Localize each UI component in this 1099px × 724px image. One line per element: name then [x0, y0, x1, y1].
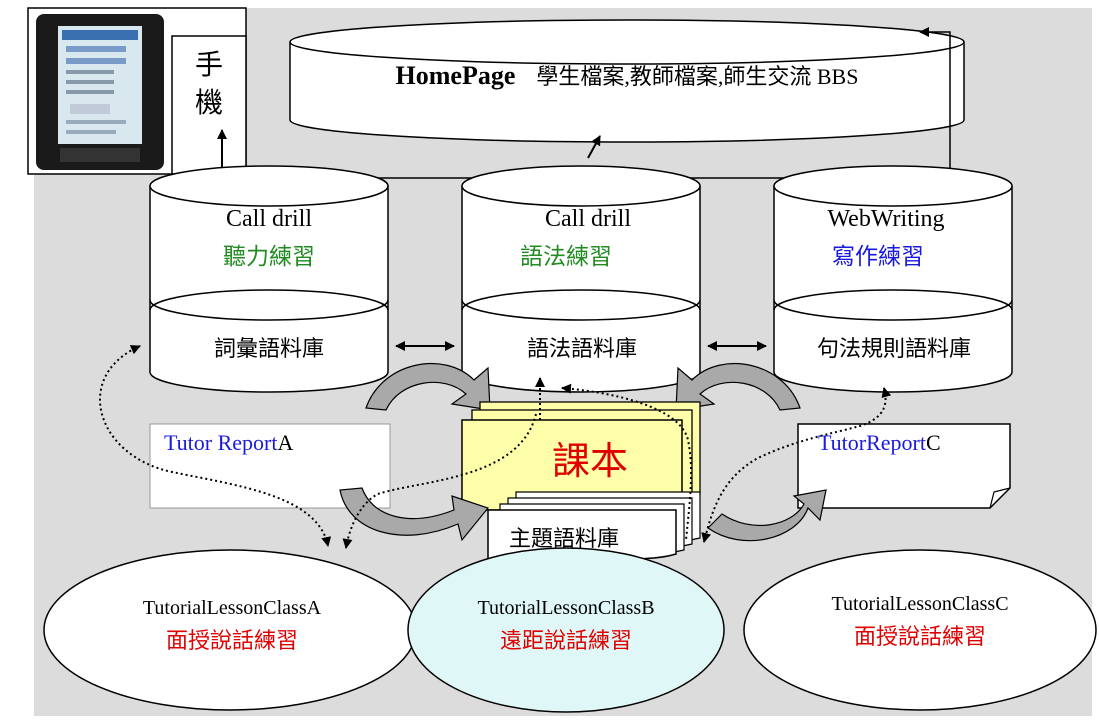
tutor-report-c-label: TutorReportC: [818, 430, 941, 455]
class-a-label: 面授說話練習: [166, 629, 298, 654]
dotted-arrow-left-outer: [99, 345, 332, 547]
cylinder-1-name: Call drill: [226, 206, 312, 232]
class-b-ellipse: [407, 547, 725, 713]
dotted-arrow-left-inner: [342, 413, 537, 549]
phone-label-box: [171, 35, 247, 175]
curved-arrow-bottom-left: [339, 487, 490, 542]
cylinder-1-label: 聽力練習: [223, 244, 315, 270]
textbook-label: 課本: [552, 439, 628, 483]
cylinder-3-name: WebWriting: [827, 206, 944, 232]
tutor-report-c-suffix: C: [926, 430, 941, 455]
class-c-ellipse: [743, 549, 1097, 711]
cylinder-3-db: 句法規則語料庫: [817, 337, 971, 362]
class-b-name: TutorialLessonClassB: [477, 597, 654, 619]
center-to-homepage-arrow: [587, 135, 601, 159]
tutor-report-a-label: Tutor ReportA: [164, 430, 293, 455]
homepage-title: HomePage: [396, 61, 516, 90]
tutor-report-a-suffix: A: [277, 430, 293, 455]
cylinder-listening: [149, 165, 389, 393]
topic-corpus-stack: [487, 491, 701, 565]
homepage-label: HomePage 學生檔案,教師檔案,師生交流 BBS: [396, 61, 859, 90]
phone-label-char-2: 機: [195, 86, 223, 119]
cylinder-2-name: Call drill: [545, 206, 631, 232]
cylinder-grammar: [461, 165, 701, 393]
class-c-name: TutorialLessonClassC: [831, 593, 1008, 615]
class-c-label: 面授說話練習: [854, 625, 986, 650]
homepage-subtitle: 學生檔案,教師檔案,師生交流 BBS: [536, 64, 858, 89]
dotted-arrow-right: [701, 387, 892, 543]
cylinder-1-db: 詞彙語料庫: [214, 337, 324, 362]
curved-arrow-top-left: [365, 362, 491, 411]
textbook-stack: [461, 401, 701, 511]
dotted-arrow-center-right: [561, 383, 693, 541]
phone-label-char-1: 手: [195, 48, 223, 81]
class-b-label: 遠距說話練習: [500, 629, 632, 654]
cylinder-3-label: 寫作練習: [832, 244, 924, 270]
cylinder-2-db: 語法語料庫: [527, 337, 637, 362]
tutor-report-a-prefix: Tutor Report: [164, 430, 277, 455]
class-a-name: TutorialLessonClassA: [143, 597, 322, 619]
homepage-cylinder: [289, 19, 965, 143]
cylinder-2-label: 語法練習: [520, 244, 612, 270]
cylinder-writing: [773, 165, 1013, 393]
tutor-report-c-prefix: TutorReport: [818, 430, 926, 455]
